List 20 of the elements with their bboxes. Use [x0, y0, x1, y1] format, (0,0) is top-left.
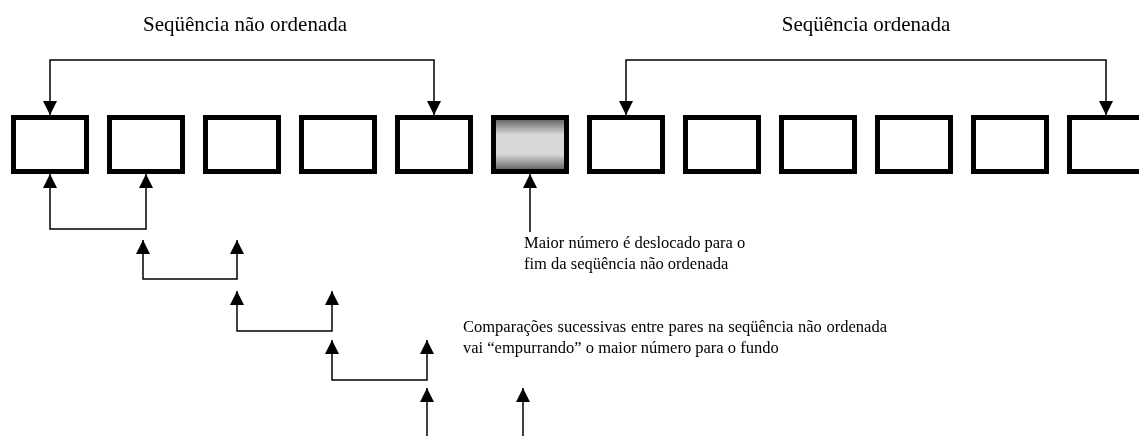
- array-cell: [875, 115, 953, 174]
- annotation-text: Maior número é deslocado para o fim da seqüência não ordenada: [524, 232, 759, 274]
- array-cell: [299, 115, 377, 174]
- array-cell: [395, 115, 473, 174]
- array-cell: [11, 115, 89, 174]
- array-cell: [971, 115, 1049, 174]
- annotation-text: Comparações sucessivas entre pares na seqüência não ordenada vai “empurrando” o maior número para o fundo: [463, 316, 887, 358]
- bracket-arrow: [43, 173, 153, 230]
- array-cell: [683, 115, 761, 174]
- sequence-title: Seqüência ordenada: [781, 12, 951, 37]
- array-cell: [107, 115, 185, 174]
- bracket-arrow: [43, 59, 441, 116]
- sequence-title: Seqüência não ordenada: [142, 12, 348, 37]
- highlighted-array-cell: [491, 115, 569, 174]
- bracket-arrow: [619, 59, 1113, 116]
- array-cell: [779, 115, 857, 174]
- array-cell: [1067, 115, 1139, 174]
- leader-arrow: [523, 173, 537, 233]
- array-cell: [587, 115, 665, 174]
- array-cell: [203, 115, 281, 174]
